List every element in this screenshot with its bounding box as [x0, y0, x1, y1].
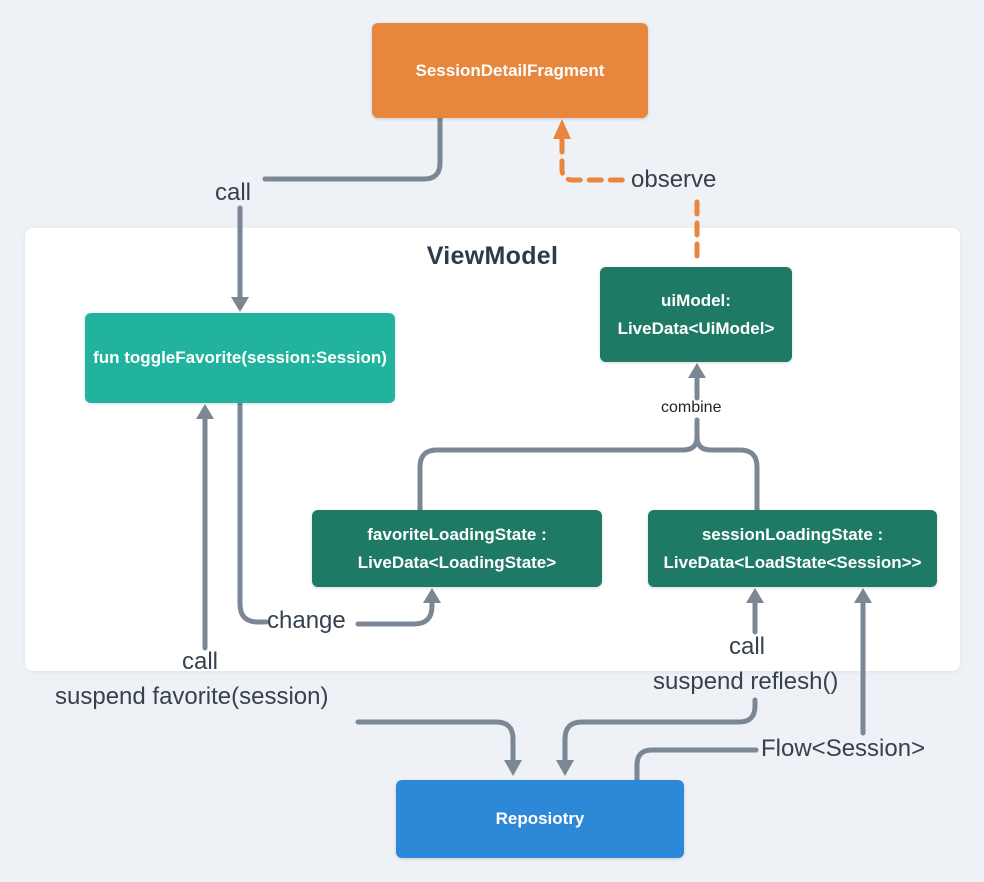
session-state-label-line2: LiveData<LoadState<Session>>: [663, 552, 922, 572]
edge-label-call-right: call: [729, 633, 766, 660]
edge-label-suspend-reflesh: suspend reflesh(): [653, 668, 839, 695]
favorite-loading-state-node: favoriteLoadingState : LiveData<LoadingS…: [312, 510, 602, 587]
flow-session-connector: [634, 588, 872, 783]
arrowhead-into-session-state-left: [746, 588, 764, 603]
repository-label: Reposiotry: [495, 809, 585, 828]
edge-label-call-left: call: [182, 648, 219, 675]
combine-connector: [417, 363, 760, 513]
edge-label-call-top: call: [215, 179, 252, 206]
arrowhead-into-repository-left: [504, 760, 522, 776]
uimodel-label-line1: uiModel:: [661, 290, 731, 310]
arrowhead-into-favorite-state: [423, 588, 441, 603]
arrowhead-into-toggle-bottom: [196, 404, 214, 419]
edge-label-observe: observe: [631, 166, 717, 193]
change-connector: [237, 400, 441, 627]
observe-connector: [559, 137, 700, 267]
edge-label-flow-session: Flow<Session>: [761, 735, 926, 762]
edge-label-change: change: [267, 607, 346, 634]
call-top-connector: [231, 115, 443, 312]
favorite-state-label-line1: favoriteLoadingState :: [367, 524, 547, 544]
session-detail-fragment-node: SessionDetailFragment: [372, 23, 648, 118]
arrowhead-into-uimodel: [688, 363, 706, 378]
edge-label-combine: combine: [661, 399, 722, 416]
favorite-state-label-line2: LiveData<LoadingState>: [357, 552, 557, 572]
toggle-favorite-node: fun toggleFavorite(session:Session): [85, 313, 395, 403]
session-state-label-line1: sessionLoadingState :: [701, 524, 884, 544]
viewmodel-title: ViewModel: [426, 242, 559, 270]
edge-label-suspend-favorite: suspend favorite(session): [55, 683, 329, 710]
toggle-favorite-label: fun toggleFavorite(session:Session): [93, 348, 387, 367]
suspend-reflesh-connector: [556, 588, 764, 776]
arrowhead-into-toggle: [231, 297, 249, 312]
session-loading-state-node: sessionLoadingState : LiveData<LoadState…: [648, 510, 937, 587]
repository-node: Reposiotry: [396, 780, 684, 858]
uimodel-node: uiModel: LiveData<UiModel>: [600, 267, 792, 362]
arrowhead-into-fragment: [553, 119, 571, 139]
arrowhead-into-repository-mid: [556, 760, 574, 776]
fragment-label: SessionDetailFragment: [415, 60, 605, 80]
call-left-connector: [196, 404, 214, 651]
arrowhead-into-session-state-right: [854, 588, 872, 603]
uimodel-label-line2: LiveData<UiModel>: [617, 318, 775, 338]
suspend-favorite-connector: [355, 719, 522, 776]
